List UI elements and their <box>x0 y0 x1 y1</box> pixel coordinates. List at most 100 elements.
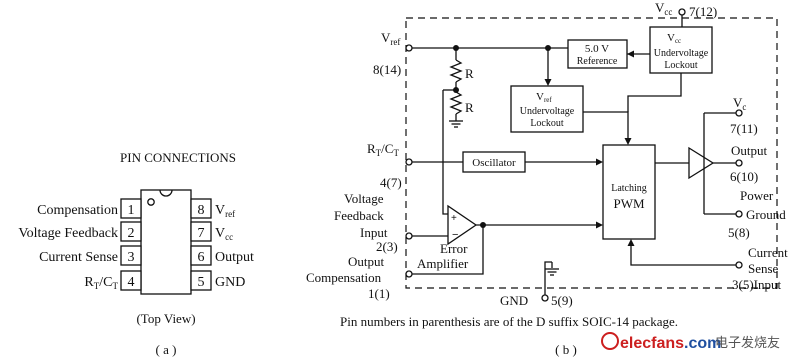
rt-ct-pin-terminal <box>405 158 413 166</box>
output-label: Output <box>731 143 768 158</box>
watermark-brand: elecfans.com <box>620 335 721 352</box>
pin-label-gnd: GND <box>215 275 245 290</box>
pin-number-1: 1 <box>128 203 135 218</box>
right-pins: 8 7 6 5 Vref Vcc Output GND <box>190 198 254 291</box>
pin-number-3: 3 <box>128 250 135 265</box>
output-compensation-line2: Compensation <box>306 270 382 285</box>
rt-ct-label: RT/CT <box>367 141 399 158</box>
voltage-feedback-line3: Input <box>360 225 388 240</box>
resistor-r-bottom-label: R <box>465 100 474 115</box>
current-sense-line1: Current <box>748 245 788 260</box>
compensation-pin-terminal <box>405 270 413 278</box>
resistor-r-top <box>449 59 463 83</box>
pin-label-current-sense: Current Sense <box>39 250 118 265</box>
power-label: Power <box>740 188 774 203</box>
vref-uvlo-title: Vref <box>536 91 552 104</box>
output-driver-buffer <box>688 146 715 180</box>
power-ground-pin-number: 5(8) <box>728 225 750 240</box>
svg-text:−: − <box>452 229 458 241</box>
output-pin-number: 6(10) <box>730 169 758 184</box>
vc-pin-number: 7(11) <box>730 121 758 136</box>
pin-label-voltage-feedback: Voltage Feedback <box>18 226 118 241</box>
pin-number-6: 6 <box>198 250 205 265</box>
watermark-logo-icon <box>601 332 619 350</box>
pin-label-vcc: Vcc <box>215 226 233 242</box>
vc-label: Vc <box>733 95 746 112</box>
pin-number-2: 2 <box>128 226 135 241</box>
resistor-r-top-label: R <box>465 66 474 81</box>
voltage-feedback-line1: Voltage <box>344 191 384 206</box>
output-compensation-pin-number: 1(1) <box>368 286 390 301</box>
vcc-undervoltage-lockout-block <box>649 26 713 74</box>
pin-box-2 <box>120 221 142 242</box>
top-view-caption: (Top View) <box>136 311 195 326</box>
vcc-uvlo-title: Vcc <box>667 32 681 45</box>
panel-a-label: ( a ) <box>156 342 177 357</box>
voltage-feedback-pin-terminal <box>405 232 413 240</box>
pin-number-7: 7 <box>198 226 205 241</box>
current-sense-pin-terminal <box>735 261 743 269</box>
vref-uvlo-line2: Undervoltage <box>520 106 575 117</box>
vref-undervoltage-lockout-block <box>510 85 584 133</box>
panel-a-pin-connections: PIN CONNECTIONS 1 2 3 4 Compensation Vol… <box>18 150 254 357</box>
reference-5v-block <box>567 39 628 69</box>
vcc-uvlo-line2: Undervoltage <box>654 48 709 59</box>
latching-label: Latching <box>611 183 647 194</box>
vref-pin-terminal <box>405 44 413 52</box>
svg-text:+: + <box>451 213 457 224</box>
ground-label: Ground <box>746 207 786 222</box>
vcc-top-label: Vcc <box>655 0 672 17</box>
watermark-cn: 电子发烧友 <box>715 335 780 350</box>
chip-boundary-dashed <box>405 17 778 289</box>
pin-label-rt-ct: RT/CT <box>84 275 118 291</box>
latching-pwm-block <box>602 144 656 240</box>
pin-box-6 <box>190 245 212 266</box>
power-ground-pin-terminal <box>735 210 743 218</box>
vc-pin-terminal <box>735 109 743 117</box>
pin-number-8: 8 <box>198 203 205 218</box>
pin-box-5 <box>190 270 212 291</box>
pin-box-7 <box>190 221 212 242</box>
oscillator-label: Oscillator <box>472 157 516 169</box>
pin-label-output: Output <box>215 250 254 265</box>
current-sense-line2: Sense <box>748 261 779 276</box>
pin-label-vref: Vref <box>215 203 235 219</box>
output-compensation-line1: Output <box>348 254 385 269</box>
ic-package-body <box>140 189 192 295</box>
voltage-feedback-line2: Feedback <box>334 208 384 223</box>
output-pin-terminal <box>735 159 743 167</box>
pwm-label: PWM <box>613 196 645 211</box>
pin-number-4: 4 <box>128 275 135 290</box>
panel-b-block-diagram: Vcc 7(12) Vcc Undervoltage Lockout 5.0 V… <box>306 0 788 357</box>
reference-label: Reference <box>577 56 618 67</box>
gnd-pin-terminal <box>541 294 549 302</box>
rt-ct-pin-number: 4(7) <box>380 175 402 190</box>
pin-box-8 <box>190 198 212 219</box>
gnd-pin-number: 5(9) <box>551 293 573 308</box>
current-sense-pin-number: 3(5)Input <box>732 277 782 292</box>
vref-uvlo-line3: Lockout <box>530 118 564 129</box>
pin-label-compensation: Compensation <box>37 203 118 218</box>
pin-connections-title: PIN CONNECTIONS <box>120 150 236 165</box>
ic-notch <box>159 189 173 197</box>
error-label: Error <box>440 241 468 256</box>
pin-box-3 <box>120 245 142 266</box>
panel-b-label: ( b ) <box>555 342 577 357</box>
reference-voltage-label: 5.0 V <box>585 43 609 55</box>
pin-number-5: 5 <box>198 275 205 290</box>
resistor-r-bottom <box>449 91 463 115</box>
pin-box-1 <box>120 198 142 219</box>
vcc-pin-terminal <box>678 8 686 16</box>
amplifier-label: Amplifier <box>417 256 469 271</box>
left-pins: 1 2 3 4 Compensation Voltage Feedback Cu… <box>18 198 142 291</box>
footnote-pin-numbers: Pin numbers in parenthesis are of the D … <box>340 314 678 329</box>
voltage-feedback-pin-number: 2(3) <box>376 239 398 254</box>
gnd-label: GND <box>500 293 528 308</box>
elecfans-watermark: elecfans.com 电子发烧友 <box>601 332 780 352</box>
error-amplifier <box>447 204 478 246</box>
vref-label: Vref <box>381 30 400 47</box>
pin-box-4 <box>120 270 142 291</box>
vcc-uvlo-line3: Lockout <box>664 60 698 71</box>
vcc-top-pin-number: 7(12) <box>689 4 717 19</box>
